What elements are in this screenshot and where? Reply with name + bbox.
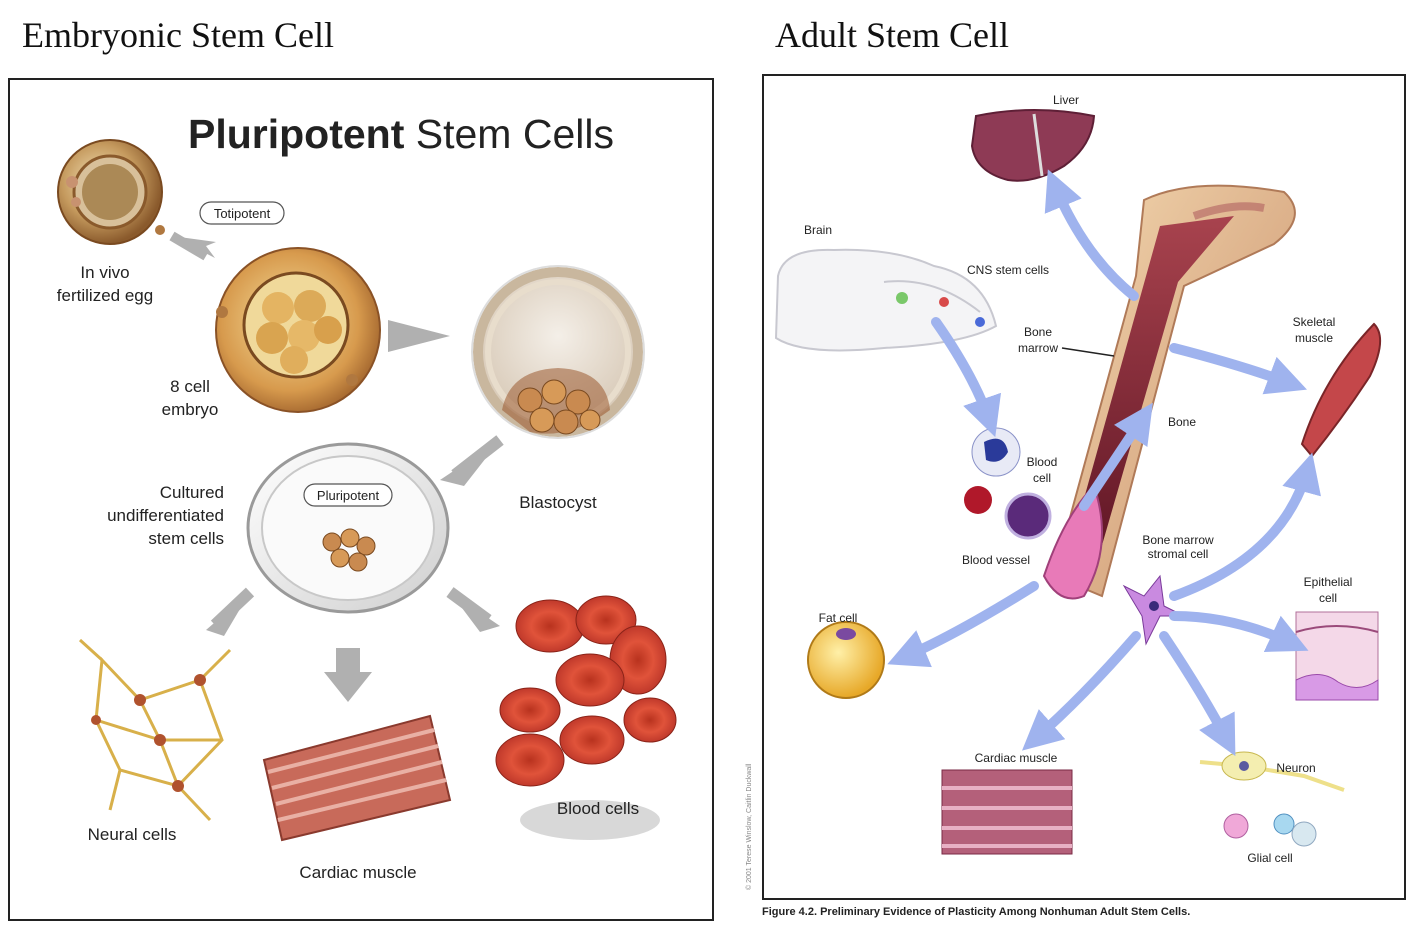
blood-vessel — [1042, 484, 1103, 600]
bone-marrow-label-2: marrow — [1018, 341, 1058, 355]
pluripotent-pill — [303, 483, 393, 507]
cardiac-muscle — [262, 714, 452, 842]
blastocyst — [471, 265, 645, 439]
adult-plasticity-panel: Liver Bone marrow Bone Brain CNS stem ce… — [762, 74, 1406, 900]
copyright-credit: © 2001 Terese Winslow, Caitlin Duckwall — [746, 763, 753, 890]
cultured-label-1: Cultured — [160, 483, 224, 502]
eight-cell-embryo — [215, 247, 381, 413]
bone — [1052, 184, 1296, 598]
brain — [774, 248, 998, 352]
glial-cell-label: Glial cell — [1247, 851, 1292, 865]
blood-vessel-label: Blood vessel — [962, 553, 1030, 567]
cardiac-muscle-adult — [941, 769, 1073, 855]
arrow-to-epithelial — [1169, 611, 1309, 652]
blastocyst-label: Blastocyst — [519, 493, 597, 512]
blood-cells-label: Blood cells — [557, 799, 639, 818]
brain-label: Brain — [804, 223, 832, 237]
skeletal-muscle-label-2: muscle — [1295, 331, 1333, 345]
neuron-glial — [1199, 751, 1345, 847]
cardiac-muscle-label: Cardiac muscle — [299, 863, 416, 882]
pluripotent-title-rest: Stem Cells — [404, 111, 614, 157]
arrow-stromal-to-muscle — [1169, 452, 1321, 601]
totipotent-pill — [199, 201, 285, 225]
arrow-to-skeletal-muscle — [1169, 343, 1307, 395]
blood-cells — [495, 595, 677, 840]
in-vivo-label-2: fertilized egg — [57, 286, 153, 305]
eight-cell-label-1: 8 cell — [170, 377, 210, 396]
cardiac-muscle-adult-label: Cardiac muscle — [975, 751, 1058, 765]
blood-cells-adult — [964, 427, 1052, 540]
arrow-to-liver — [1044, 169, 1139, 301]
pluripotent-diagram-panel: Pluripotent Stem Cells Totipotent In viv… — [8, 78, 714, 921]
arrow-to-bone — [1079, 402, 1153, 511]
figure-caption: Figure 4.2. Preliminary Evidence of Plas… — [762, 906, 1191, 918]
petri-dish — [246, 442, 450, 614]
skeletal-muscle — [1300, 322, 1381, 458]
plasticity-arrows — [887, 169, 1321, 757]
fertilized-egg — [57, 139, 165, 245]
blood-cell-label-2: cell — [1033, 471, 1051, 485]
neural-cells-label: Neural cells — [88, 825, 177, 844]
liver — [970, 109, 1096, 182]
arrow-to-neuron — [1159, 631, 1236, 757]
cns-stem-cells-label: CNS stem cells — [967, 263, 1049, 277]
bone-marrow-pointer — [1061, 347, 1115, 357]
arrow-embryo-to-blastocyst — [388, 320, 450, 352]
arrow-brain-to-blood — [931, 317, 1001, 438]
neural-cell-bodies — [91, 674, 206, 792]
arrow-to-cardiac — [1021, 631, 1141, 751]
epithelial-label-1: Epithelial — [1304, 575, 1353, 589]
blood-cell-label-1: Blood — [1027, 455, 1058, 469]
stromal-cell-label-1: Bone marrow — [1142, 533, 1214, 547]
bone-label: Bone — [1168, 415, 1196, 429]
epithelial-label-2: cell — [1319, 591, 1337, 605]
arrow-neural-shaft — [210, 587, 255, 630]
eight-cell-label-2: embryo — [162, 400, 219, 419]
arrow-blood-shaft — [446, 587, 492, 625]
embryonic-heading: Embryonic Stem Cell — [22, 15, 334, 55]
in-vivo-label-1: In vivo — [80, 263, 129, 282]
pluripotent-diagram: Pluripotent Stem Cells Totipotent In viv… — [57, 111, 677, 882]
fat-cell-label: Fat cell — [819, 611, 858, 625]
adult-heading: Adult Stem Cell — [775, 15, 1009, 55]
liver-label: Liver — [1053, 93, 1079, 107]
adult-plasticity-diagram: Liver Bone marrow Bone Brain CNS stem ce… — [774, 93, 1381, 865]
bone-marrow-label-1: Bone — [1024, 325, 1052, 339]
arrow-egg-shaft — [169, 231, 209, 261]
fat-cell — [807, 621, 885, 699]
neuron-label: Neuron — [1276, 761, 1315, 775]
epithelial-cell — [1295, 611, 1379, 701]
cultured-label-3: stem cells — [148, 529, 224, 548]
arrow-dish-to-cardiac — [324, 648, 372, 702]
arrow-blastocyst-shaft — [451, 435, 504, 480]
stromal-cell-label-2: stromal cell — [1148, 547, 1209, 561]
cultured-label-2: undifferentiated — [107, 506, 224, 525]
pluripotent-title-bold: Pluripotent — [188, 111, 405, 157]
pluripotent-title: Pluripotent Stem Cells — [188, 111, 614, 157]
skeletal-muscle-label-1: Skeletal — [1293, 315, 1336, 329]
arrow-to-fat-cell — [887, 581, 1039, 668]
neural-cells — [78, 638, 232, 822]
totipotent-label: Totipotent — [214, 206, 271, 221]
pluripotent-label: Pluripotent — [317, 488, 380, 503]
